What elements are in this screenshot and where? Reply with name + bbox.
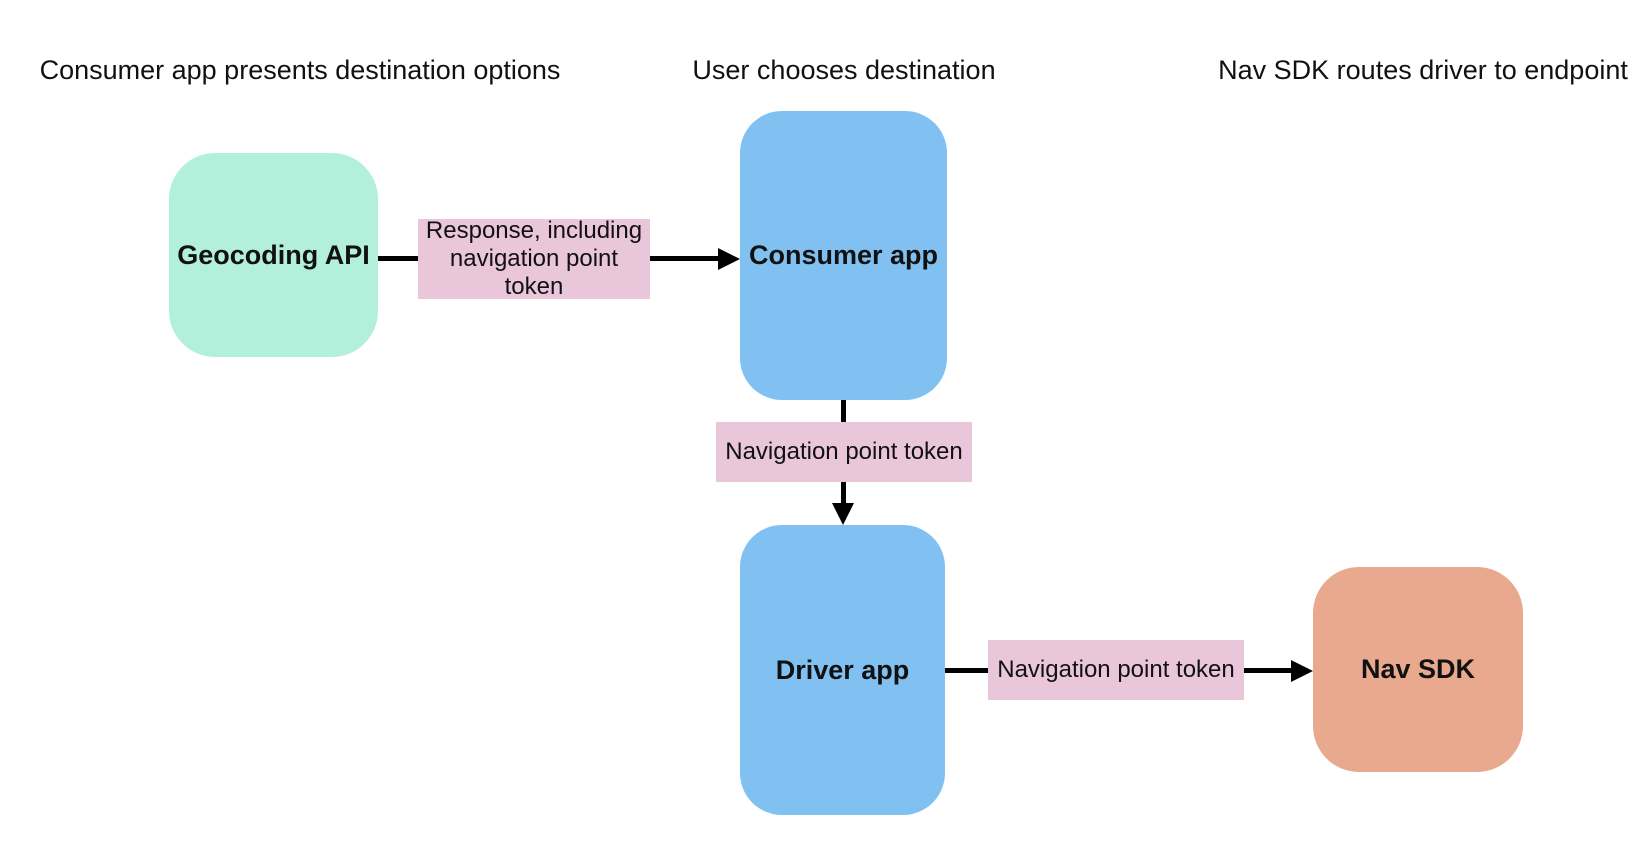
edge-label-navigation-point-token-vertical: Navigation point token [716, 422, 972, 482]
node-driver-app: Driver app [740, 525, 945, 815]
node-nav-sdk: Nav SDK [1313, 567, 1523, 772]
column-header-nav-sdk-routes: Nav SDK routes driver to endpoint [1218, 55, 1628, 85]
arrow-geocoding-to-consumer-head-icon [718, 248, 740, 270]
column-header-user-chooses: User chooses destination [692, 55, 996, 85]
column-header-consumer-presents: Consumer app presents destination option… [39, 55, 561, 85]
arrow-driver-to-navsdk-head-icon [1291, 660, 1313, 682]
node-consumer-app-label: Consumer app [748, 240, 939, 270]
node-geocoding-api: Geocoding API [169, 153, 378, 357]
node-nav-sdk-label: Nav SDK [1360, 654, 1476, 684]
arrow-consumer-to-driver-head-icon [832, 503, 854, 525]
edge-label-response-including-token: Response, including navigation point tok… [418, 217, 650, 300]
node-geocoding-api-label: Geocoding API [177, 239, 370, 270]
node-consumer-app: Consumer app [740, 111, 947, 400]
edge-label-navigation-point-token-horizontal: Navigation point token [988, 640, 1244, 700]
node-driver-app-label: Driver app [775, 654, 910, 685]
